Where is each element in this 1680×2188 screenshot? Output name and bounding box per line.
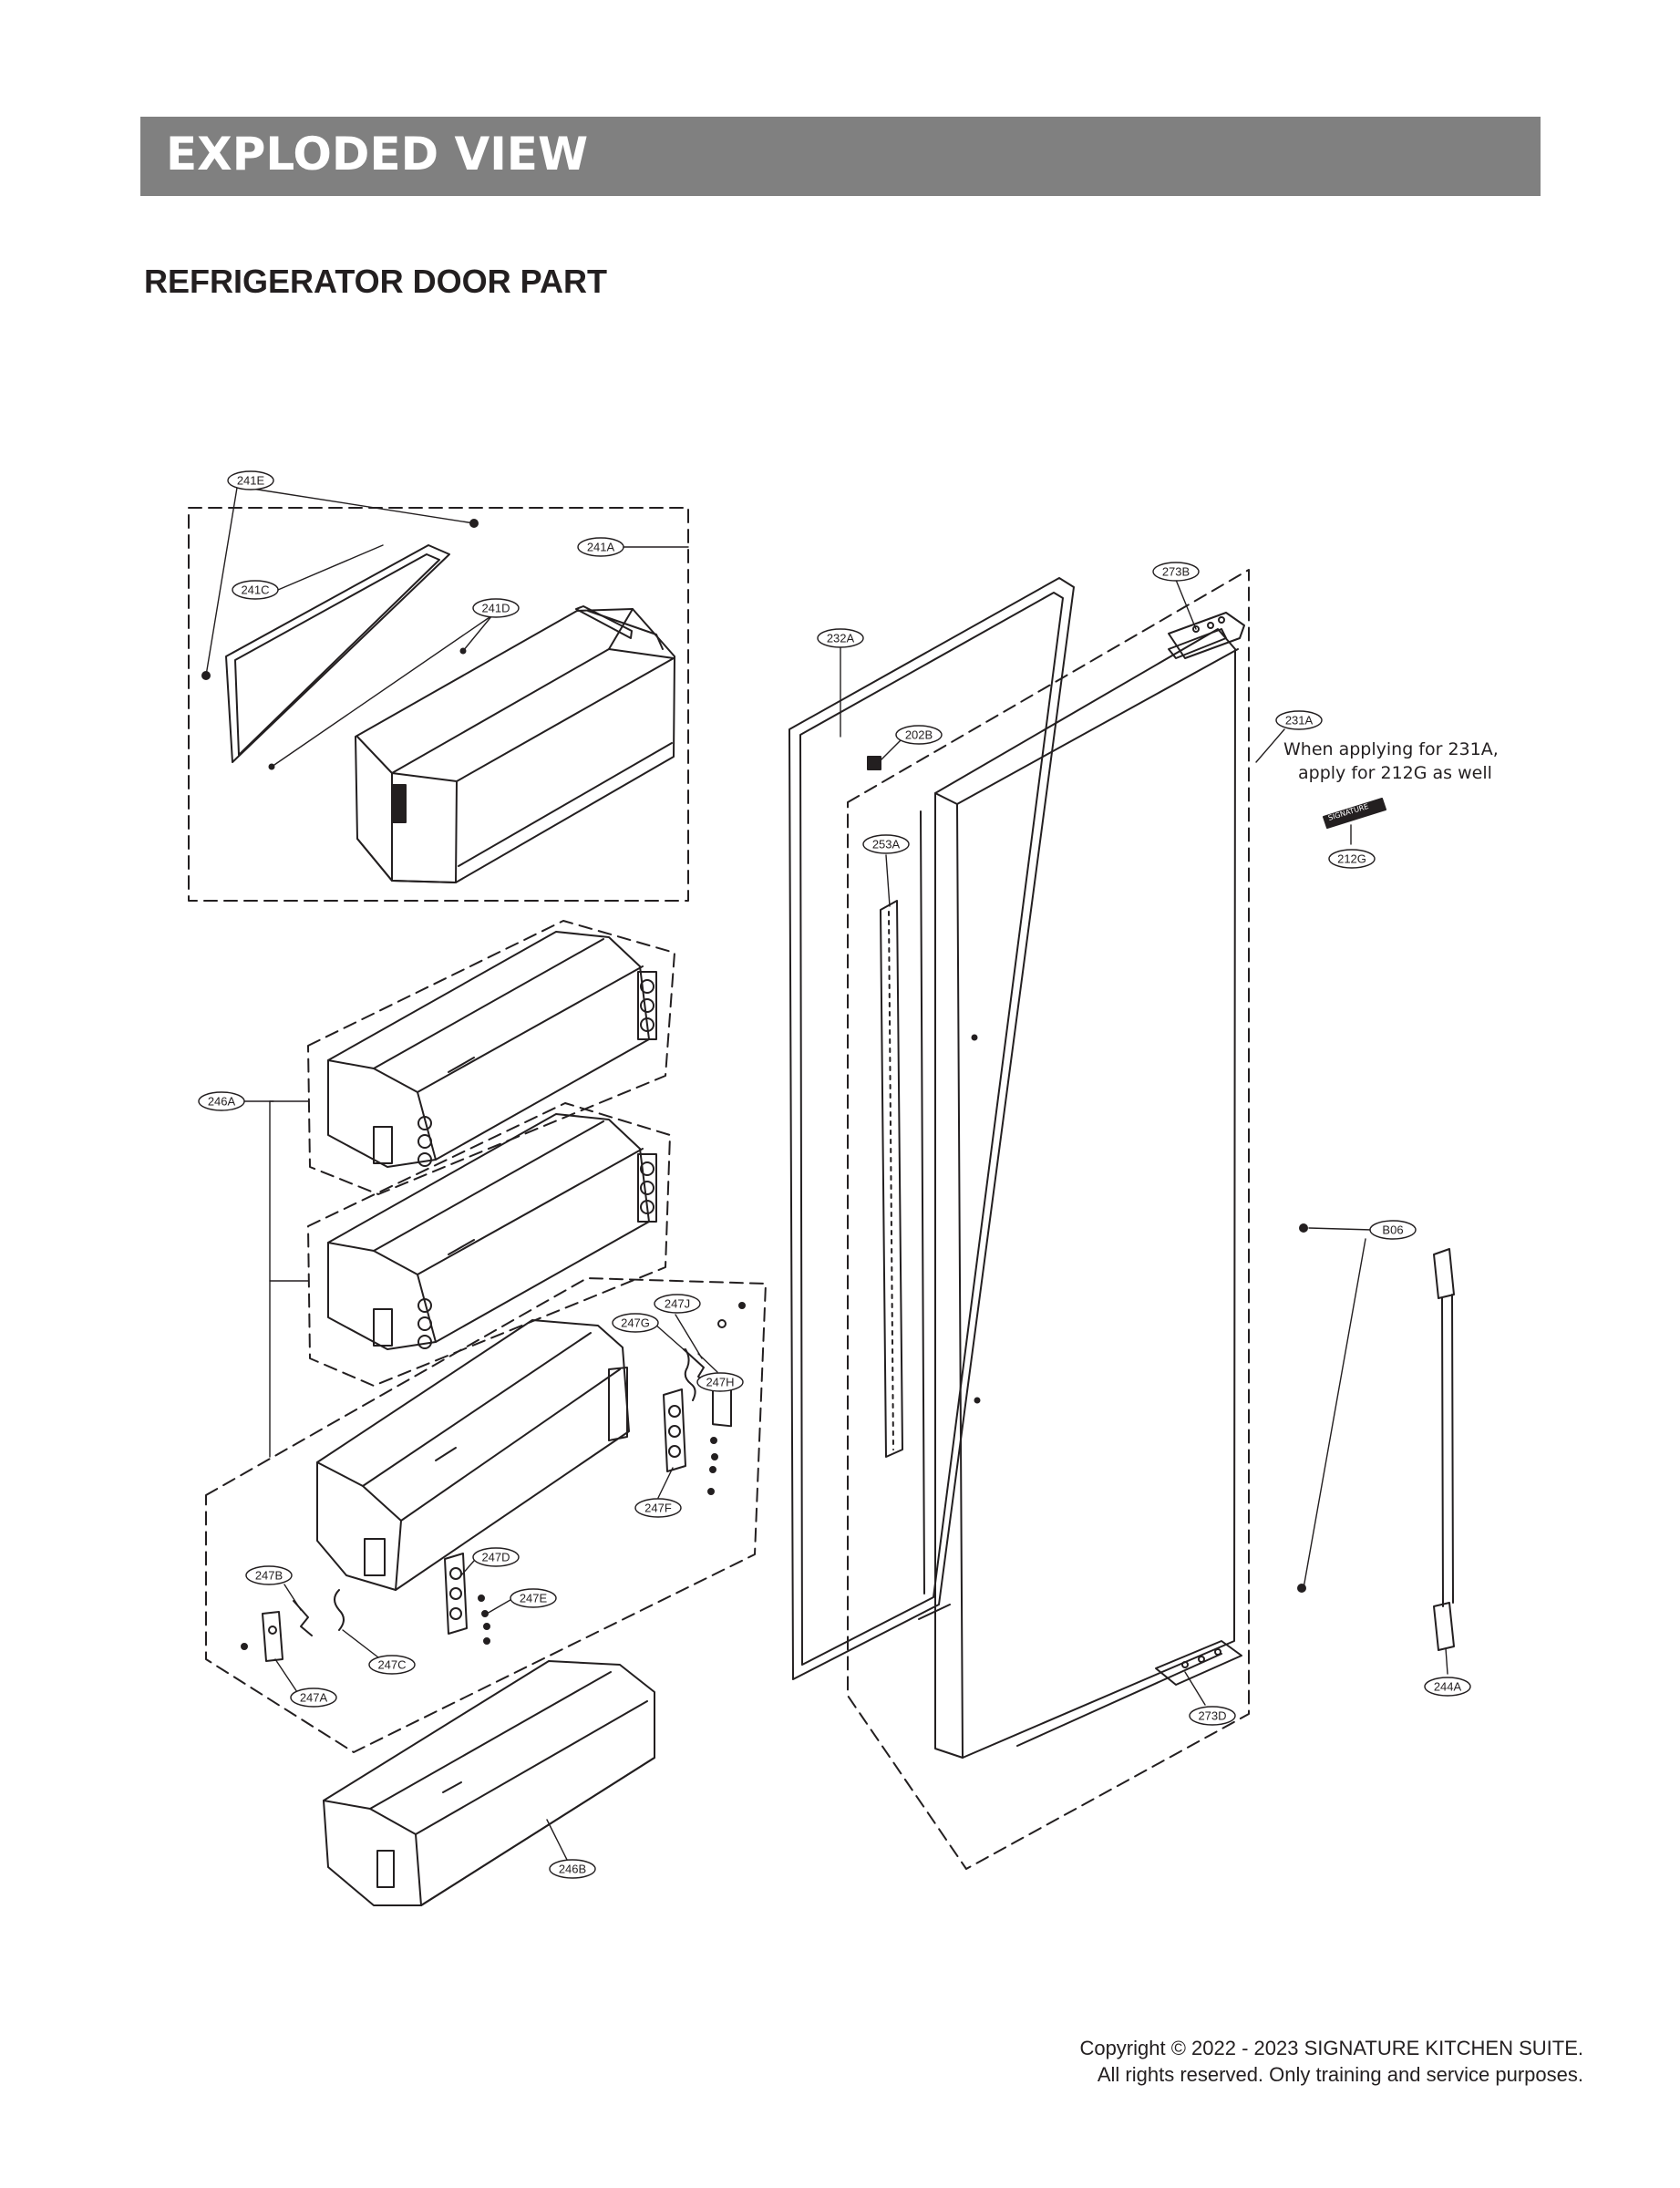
section-title: REFRIGERATOR DOOR PART — [144, 263, 608, 300]
label-B06: B06 — [1382, 1223, 1403, 1237]
note-line-2: apply for 212G as well — [1298, 763, 1492, 783]
part-247-bin — [316, 1319, 630, 1591]
part-273D-hinge — [1155, 1640, 1242, 1686]
group-box-247 — [205, 1277, 767, 1753]
leader-lines — [205, 487, 1448, 1861]
callout-247G — [612, 1313, 659, 1333]
callout-231A — [1275, 710, 1323, 730]
callout-labels: 241E 241A 241C 241D 273B 232A 202B 231A … — [208, 474, 1462, 1876]
callout-253A — [862, 834, 910, 854]
label-247D: 247D — [481, 1551, 510, 1564]
group-box-246A-upper — [307, 920, 675, 1195]
label-247J: 247J — [665, 1297, 690, 1311]
part-247F-bracket — [663, 1388, 686, 1472]
footer-line-2: All rights reserved. Only training and s… — [1097, 2063, 1583, 2086]
part-232A-gasket — [788, 577, 1075, 1680]
part-241C-frame — [225, 544, 450, 763]
label-202B: 202B — [905, 728, 933, 742]
part-247-screw — [710, 1437, 717, 1444]
part-246A-bin-lower — [327, 1113, 657, 1350]
part-273B-hinge — [1168, 612, 1245, 659]
copyright-footer: Copyright © 2022 - 2023 SIGNATURE KITCHE… — [1079, 2035, 1583, 2088]
part-B06-screw — [1299, 1223, 1308, 1233]
part-247C-spring — [334, 1589, 345, 1631]
label-247E: 247E — [520, 1592, 548, 1605]
callout-247J — [654, 1294, 701, 1314]
label-241C: 241C — [241, 583, 269, 597]
banner-title: EXPLODED VIEW — [166, 128, 589, 181]
callout-273D — [1189, 1706, 1236, 1726]
label-241E: 241E — [237, 474, 265, 488]
callout-247A — [290, 1687, 337, 1708]
group-box-246A-lower — [307, 1102, 671, 1387]
label-246A: 246A — [208, 1095, 236, 1109]
callout-232A — [817, 628, 864, 648]
part-202B-stopper — [867, 756, 881, 770]
callout-247F — [634, 1498, 682, 1518]
part-246A-bin-upper — [327, 931, 657, 1168]
label-232A: 232A — [827, 632, 855, 645]
label-247A: 247A — [300, 1691, 328, 1705]
part-247G-spring — [684, 1348, 696, 1401]
callout-241A — [577, 537, 624, 557]
callout-247E — [510, 1588, 557, 1608]
callouts — [198, 470, 1471, 1879]
label-247H: 247H — [706, 1376, 734, 1389]
page-banner: EXPLODED VIEW — [140, 117, 1541, 196]
part-247-screw — [738, 1302, 746, 1309]
label-247F: 247F — [644, 1502, 672, 1515]
part-247A-plate — [262, 1611, 283, 1662]
callout-241C — [232, 580, 279, 600]
callout-247B — [245, 1565, 293, 1585]
callout-244A — [1424, 1677, 1471, 1697]
callout-B06 — [1369, 1220, 1417, 1240]
callout-247D — [472, 1547, 520, 1567]
part-247-screw — [711, 1453, 718, 1460]
part-247D-bracket — [444, 1553, 468, 1635]
part-247-screw — [709, 1466, 716, 1473]
label-246B: 246B — [559, 1863, 586, 1876]
part-241A-bin — [355, 605, 675, 883]
part-244A-handle — [1433, 1248, 1455, 1651]
label-244A: 244A — [1434, 1680, 1462, 1694]
label-231A: 231A — [1285, 714, 1314, 728]
note-line-1: When applying for 231A, — [1283, 739, 1499, 759]
callout-247C — [368, 1655, 416, 1675]
part-247-screw — [707, 1488, 715, 1495]
label-273D: 273D — [1198, 1709, 1226, 1723]
callout-273B — [1152, 562, 1200, 582]
callout-246A — [198, 1091, 245, 1111]
part-212G-badge — [1323, 798, 1386, 829]
part-253A-strip — [880, 900, 903, 1458]
part-247-screw — [241, 1643, 248, 1650]
label-273B: 273B — [1162, 565, 1190, 579]
part-246B-edge — [420, 1757, 655, 1906]
group-box-door — [847, 569, 1250, 1870]
part-247E-screw — [478, 1595, 485, 1602]
part-247E-screw — [483, 1623, 490, 1630]
callout-212G — [1328, 849, 1376, 869]
part-247B-spring — [293, 1600, 313, 1636]
label-241A: 241A — [587, 541, 615, 554]
label-241D: 241D — [481, 602, 510, 615]
footer-line-1: Copyright © 2022 - 2023 SIGNATURE KITCHE… — [1079, 2037, 1583, 2059]
callout-241D — [472, 598, 520, 618]
label-247G: 247G — [621, 1316, 650, 1330]
callout-241E — [227, 470, 274, 490]
label-253A: 253A — [872, 838, 901, 851]
part-231A-door — [918, 628, 1239, 1759]
label-247B: 247B — [255, 1569, 283, 1583]
callout-246B — [549, 1859, 596, 1879]
part-246B-bin — [323, 1660, 655, 1906]
part-247E-screw — [483, 1637, 490, 1645]
callout-202B — [895, 725, 943, 745]
group-box-241 — [188, 507, 689, 902]
label-212G: 212G — [1337, 852, 1366, 866]
callout-247H — [696, 1372, 744, 1392]
label-247C: 247C — [377, 1658, 406, 1672]
